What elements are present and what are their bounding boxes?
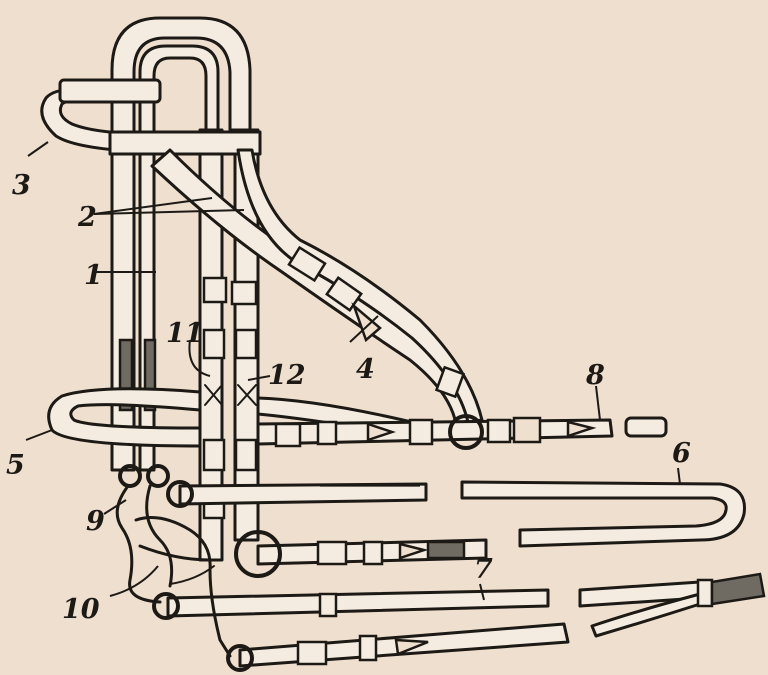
label-2: 2 xyxy=(77,202,97,233)
bottom-rein xyxy=(226,622,570,672)
lower-reins xyxy=(234,530,488,578)
label-5: 5 xyxy=(6,450,25,481)
label-8: 8 xyxy=(585,360,605,391)
bit-assembly xyxy=(115,464,232,658)
cheek-pieces xyxy=(198,128,260,562)
label-1: 1 xyxy=(84,260,103,291)
label-3: 3 xyxy=(12,170,31,201)
label-7: 7 xyxy=(474,554,493,585)
top-rein xyxy=(256,414,668,450)
label-6: 6 xyxy=(672,438,691,469)
label-12: 12 xyxy=(268,360,306,391)
part-labels: 1 2 3 4 5 6 7 8 9 10 11 12 xyxy=(6,170,691,625)
label-10: 10 xyxy=(62,594,100,625)
label-9: 9 xyxy=(86,506,105,537)
curb-reins xyxy=(152,572,766,638)
middle-reins xyxy=(166,480,746,548)
brow-band xyxy=(40,78,262,156)
label-11: 11 xyxy=(166,318,204,349)
label-4: 4 xyxy=(356,354,375,385)
leader-lines xyxy=(25,141,681,601)
